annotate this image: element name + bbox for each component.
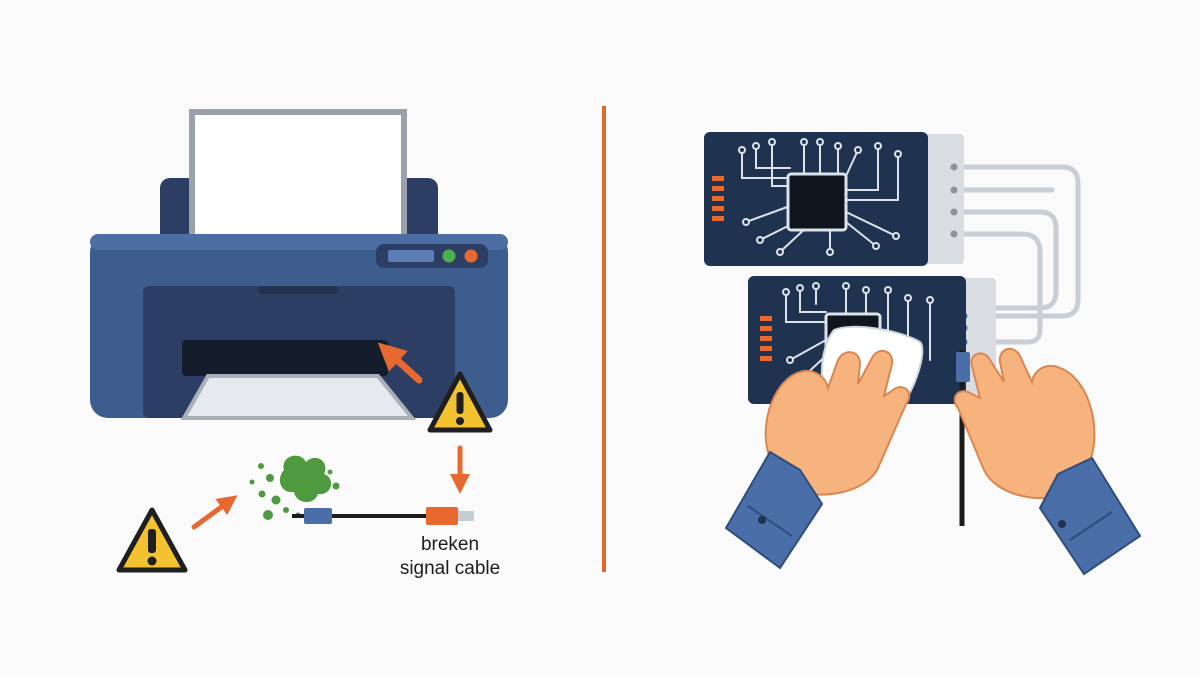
arrow-icon xyxy=(377,342,423,384)
hand-icon xyxy=(953,347,1142,576)
cable-label-line1: breken xyxy=(420,534,480,555)
hand-icon xyxy=(724,349,911,570)
cable-label-line2: signal cable xyxy=(399,558,501,579)
warning-icon xyxy=(427,371,493,433)
wire-bundle xyxy=(959,164,1081,345)
probe-cable xyxy=(956,350,970,526)
arrow-icon xyxy=(191,495,238,530)
circuit-board-icon xyxy=(704,132,964,266)
printer-icon xyxy=(90,109,508,420)
broken-cable-icon xyxy=(292,507,474,525)
warning-icon xyxy=(116,507,188,573)
